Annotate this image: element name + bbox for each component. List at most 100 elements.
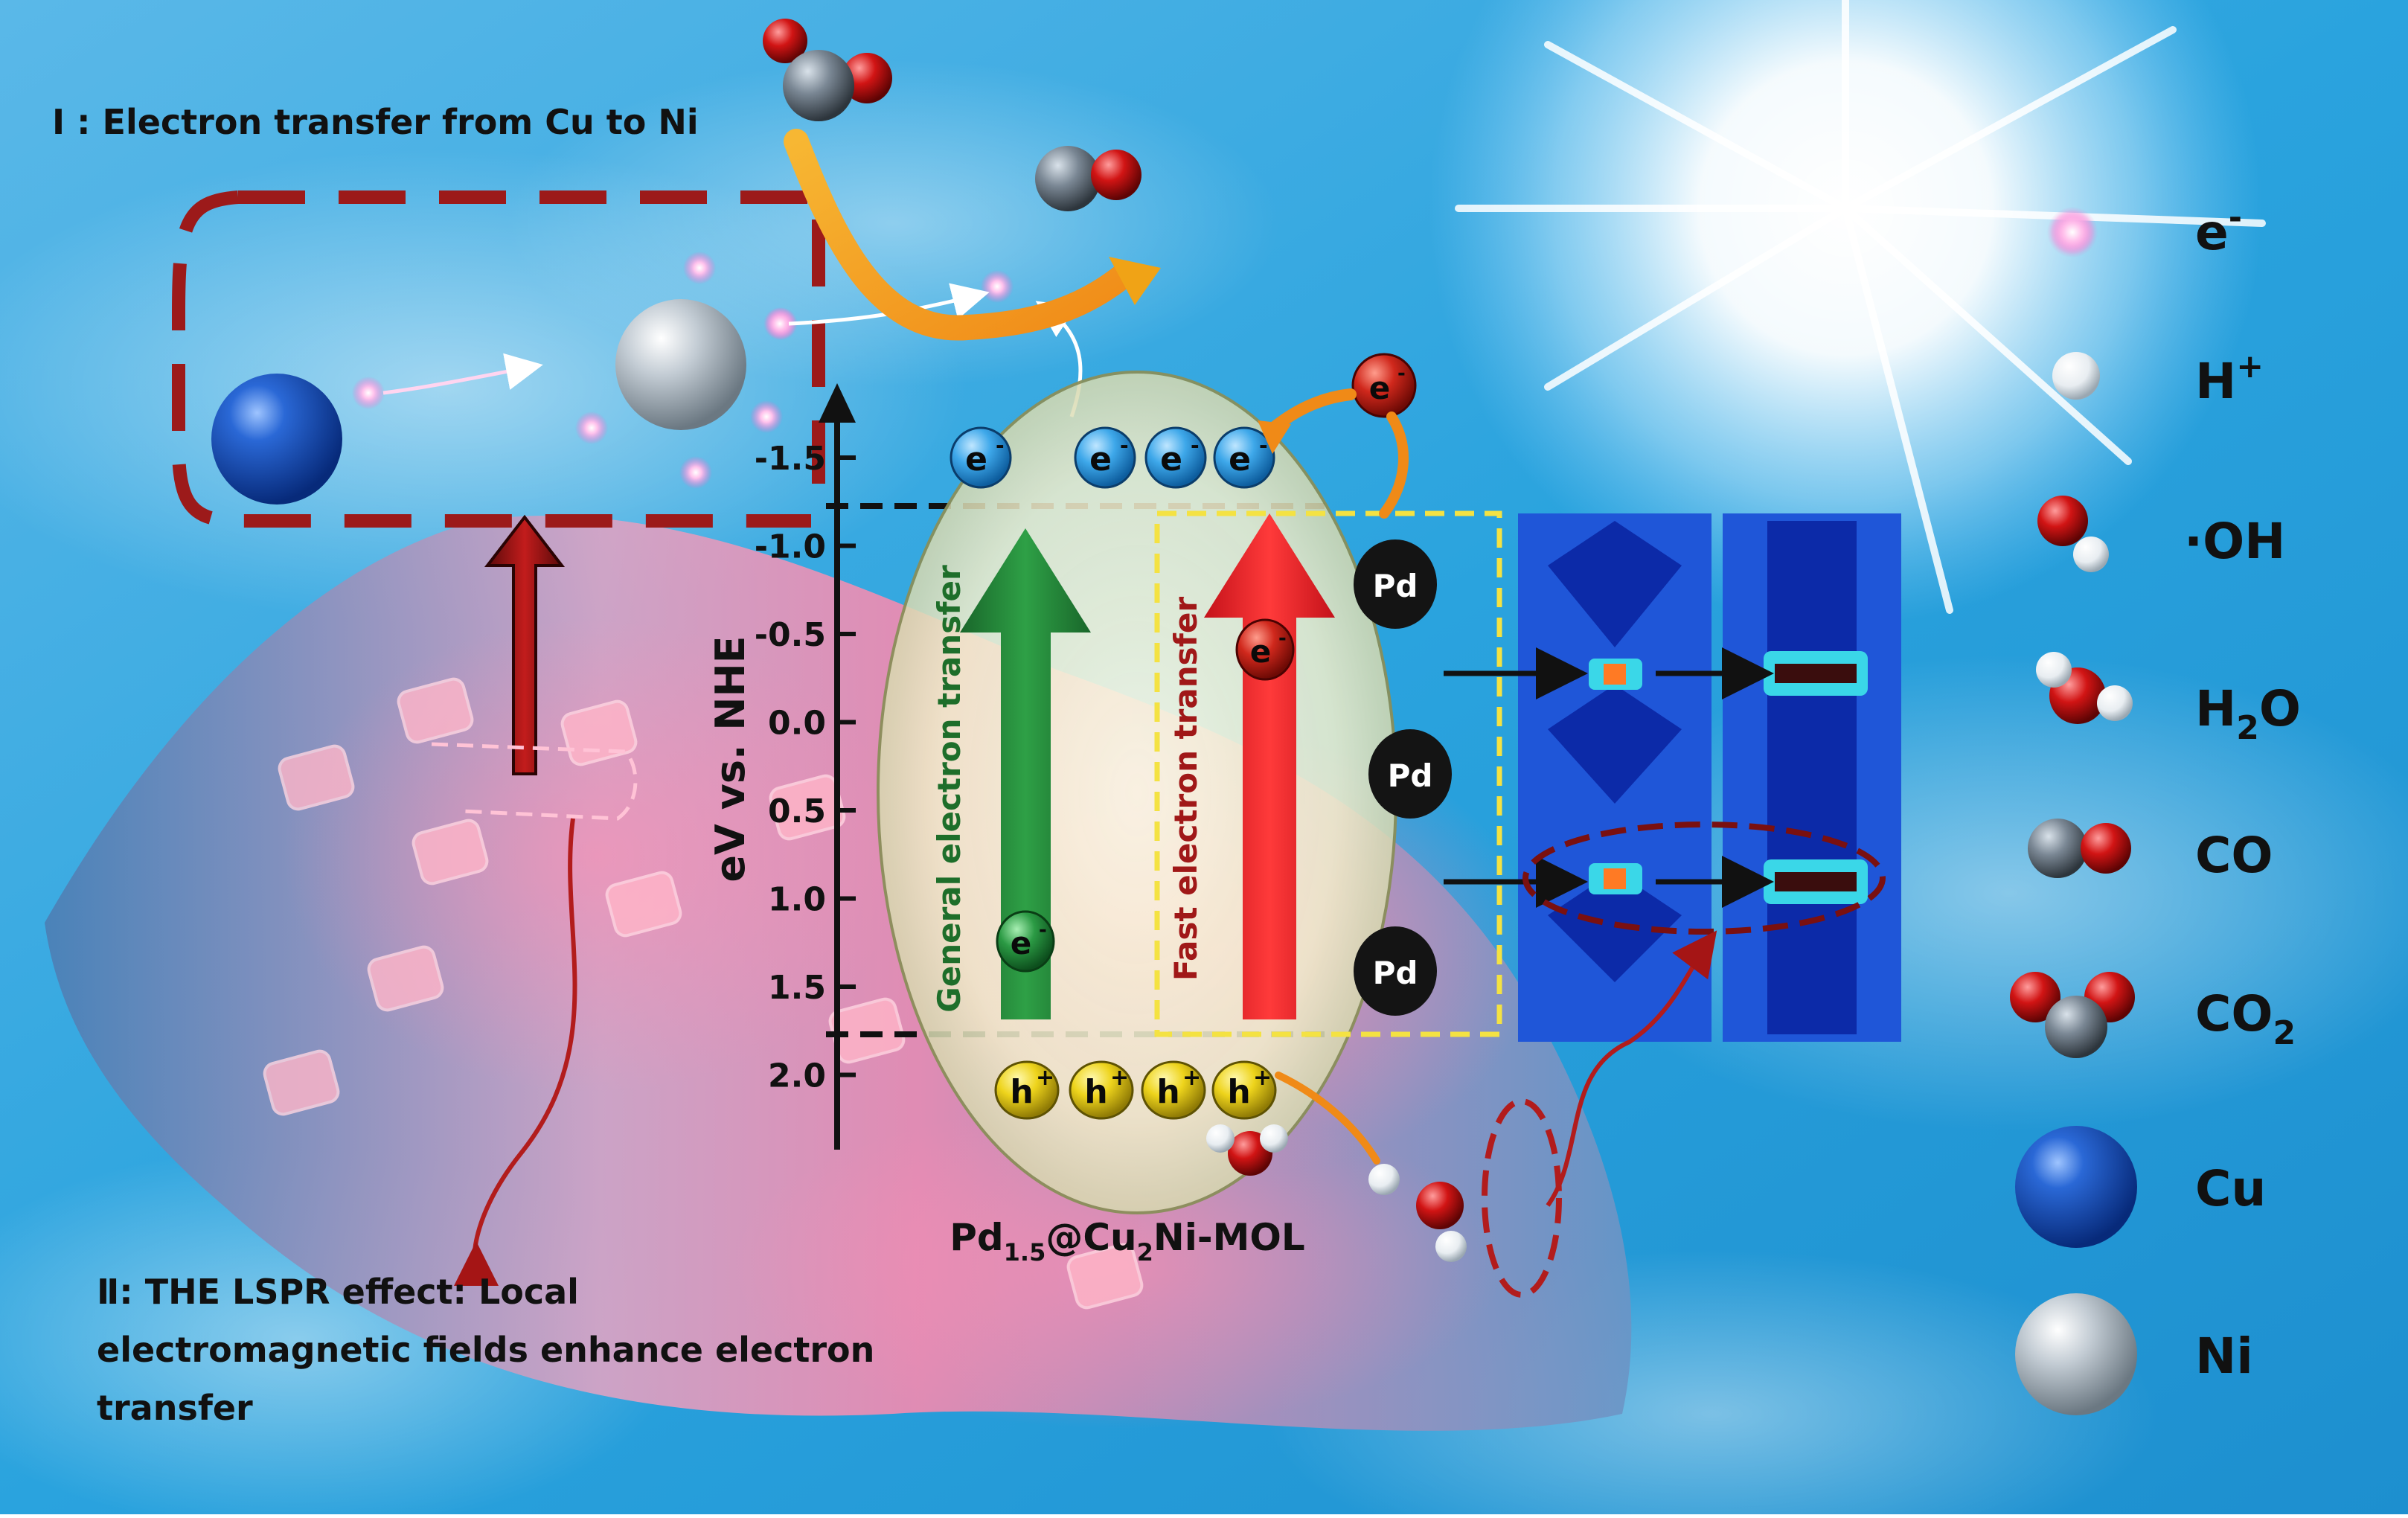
svg-text:-: - — [1278, 627, 1287, 650]
lspr-callout-arrow — [453, 818, 577, 1287]
svg-text:-: - — [1191, 433, 1200, 458]
svg-text:H+: H+ — [2195, 348, 2264, 410]
electron-particle-green: e - — [996, 910, 1055, 973]
svg-text:H2O: H2O — [2195, 680, 2301, 747]
lspr-up-arrow — [484, 514, 566, 775]
co2-reduction-arrowhead — [1109, 257, 1161, 305]
svg-text:CO: CO — [2195, 827, 2273, 884]
svg-text:CO2: CO2 — [2195, 985, 2296, 1052]
hotspot-callout-arrow — [1546, 930, 1717, 1207]
hole-particle: h + — [994, 1060, 1060, 1120]
fast-transfer-arrow — [1204, 513, 1335, 1019]
axis-tick-label: -1.5 — [755, 440, 826, 478]
hole-oxidation-arrow — [1275, 1072, 1380, 1165]
ni-sphere — [615, 299, 746, 430]
axis-tick-label: 2.0 — [768, 1057, 826, 1095]
svg-text:-: - — [1039, 919, 1047, 941]
svg-text:Pd: Pd — [1373, 568, 1418, 604]
legend-cu: Cu — [2015, 1126, 2266, 1248]
vb-holes: h + h + h + h + — [994, 1060, 1277, 1120]
cb-electrons: e - e - e - e - — [950, 426, 1275, 489]
lspr-region-outline — [431, 742, 638, 821]
hole-particle: h + — [1069, 1060, 1134, 1120]
general-transfer-label: General electron transfer — [931, 565, 967, 1013]
svg-text:Cu: Cu — [2195, 1160, 2266, 1217]
hotspot-dashed-loop — [1482, 1098, 1562, 1298]
axis-tick-label: 0.5 — [768, 792, 826, 830]
axis-tick-label: 1.0 — [768, 881, 826, 919]
svg-text:+: + — [1110, 1065, 1129, 1091]
electron-particle: e - — [1074, 426, 1136, 489]
pd-electron-link — [1379, 411, 1409, 519]
electron-particle: e - — [950, 426, 1012, 489]
electron-particle: e - — [1213, 426, 1275, 489]
general-transfer-arrow — [960, 528, 1091, 1019]
svg-text:e: e — [1369, 370, 1391, 406]
svg-text:h: h — [1156, 1073, 1179, 1111]
heading-cu-to-ni: Ⅰ : Electron transfer from Cu to Ni — [52, 102, 699, 142]
legend-electron: e- — [2047, 199, 2242, 261]
lspr-heading-line3: transfer — [97, 1388, 253, 1428]
svg-text:·OH: ·OH — [2184, 513, 2285, 570]
legend-co: CO — [2028, 819, 2273, 884]
svg-text:+: + — [1253, 1065, 1272, 1091]
legend-hydroxyl: ·OH — [2037, 496, 2285, 572]
axis-tick-label: 0.0 — [768, 705, 826, 743]
pd-particles: Pd Pd Pd — [1354, 539, 1452, 1016]
svg-text:e: e — [1011, 925, 1032, 961]
pd-particle: Pd — [1354, 926, 1437, 1016]
svg-text:h: h — [1010, 1073, 1033, 1111]
legend-ni: Ni — [2015, 1293, 2253, 1415]
axis-tick-label: -1.0 — [755, 528, 826, 566]
lspr-heading-line2: electromagnetic fields enhance electron — [97, 1330, 874, 1370]
axis-label: eV vs. NHE — [707, 635, 754, 882]
h2o-molecule — [1206, 1124, 1288, 1176]
svg-text:-: - — [1120, 433, 1129, 458]
pd-particle: Pd — [1354, 539, 1437, 629]
svg-text:-: - — [1397, 362, 1406, 385]
hole-particle: h + — [1141, 1060, 1206, 1120]
legend-proton: H+ — [2052, 348, 2264, 410]
oh-molecule — [1368, 1164, 1467, 1262]
svg-text:e: e — [965, 441, 987, 478]
pd-electron-arrowhead — [1258, 420, 1291, 454]
energy-axis: eV vs. NHE -1.5 -1.0 -0.5 0.0 0.5 1.0 1.5 2.0 — [707, 383, 856, 1150]
fast-transfer-region — [1154, 510, 1502, 1037]
legend-water: H2O — [2036, 652, 2301, 747]
svg-text:+: + — [1036, 1065, 1054, 1091]
cu-ni-dashed-box — [172, 190, 825, 528]
svg-text:e: e — [1089, 441, 1112, 478]
svg-text:Pd: Pd — [1388, 758, 1433, 794]
svg-text:-: - — [996, 433, 1005, 458]
svg-text:Pd: Pd — [1373, 955, 1418, 991]
cu-to-ni-electron-arrow — [382, 353, 543, 395]
field-map-panels — [1518, 513, 1901, 1042]
legend-co2: CO2 — [2010, 972, 2296, 1058]
co-molecule-top — [1035, 146, 1141, 211]
svg-text:e: e — [1229, 441, 1251, 478]
svg-text:h: h — [1227, 1073, 1250, 1111]
lspr-heading-line1: Ⅱ: THE LSPR effect: Local — [97, 1272, 579, 1312]
fast-transfer-label: Fast electron transfer — [1168, 597, 1204, 981]
cu-sphere — [211, 374, 342, 505]
co2-reduction-arrow — [784, 129, 1136, 341]
sun — [1429, 0, 2266, 625]
axis-tick-label: -0.5 — [755, 616, 826, 654]
electron-particle-red: e - — [1235, 618, 1295, 681]
svg-text:e: e — [1250, 633, 1272, 670]
svg-text:-: - — [1259, 433, 1268, 458]
svg-text:h: h — [1084, 1073, 1107, 1111]
electron-particle-red-top: e - — [1351, 353, 1417, 418]
hole-particle: h + — [1211, 1060, 1277, 1120]
pd-particle: Pd — [1368, 729, 1452, 819]
axis-ticks: -1.5 -1.0 -0.5 0.0 0.5 1.0 1.5 2.0 — [755, 440, 856, 1095]
svg-text:+: + — [1182, 1065, 1201, 1091]
svg-text:e-: e- — [2195, 199, 2242, 261]
axis-tick-label: 1.5 — [768, 969, 826, 1007]
svg-text:Ni: Ni — [2195, 1328, 2253, 1385]
co2-molecule-top — [763, 19, 892, 121]
electron-particle: e - — [1144, 426, 1207, 489]
catalyst-label: Pd1.5@Cu2Ni-MOL — [950, 1216, 1305, 1266]
